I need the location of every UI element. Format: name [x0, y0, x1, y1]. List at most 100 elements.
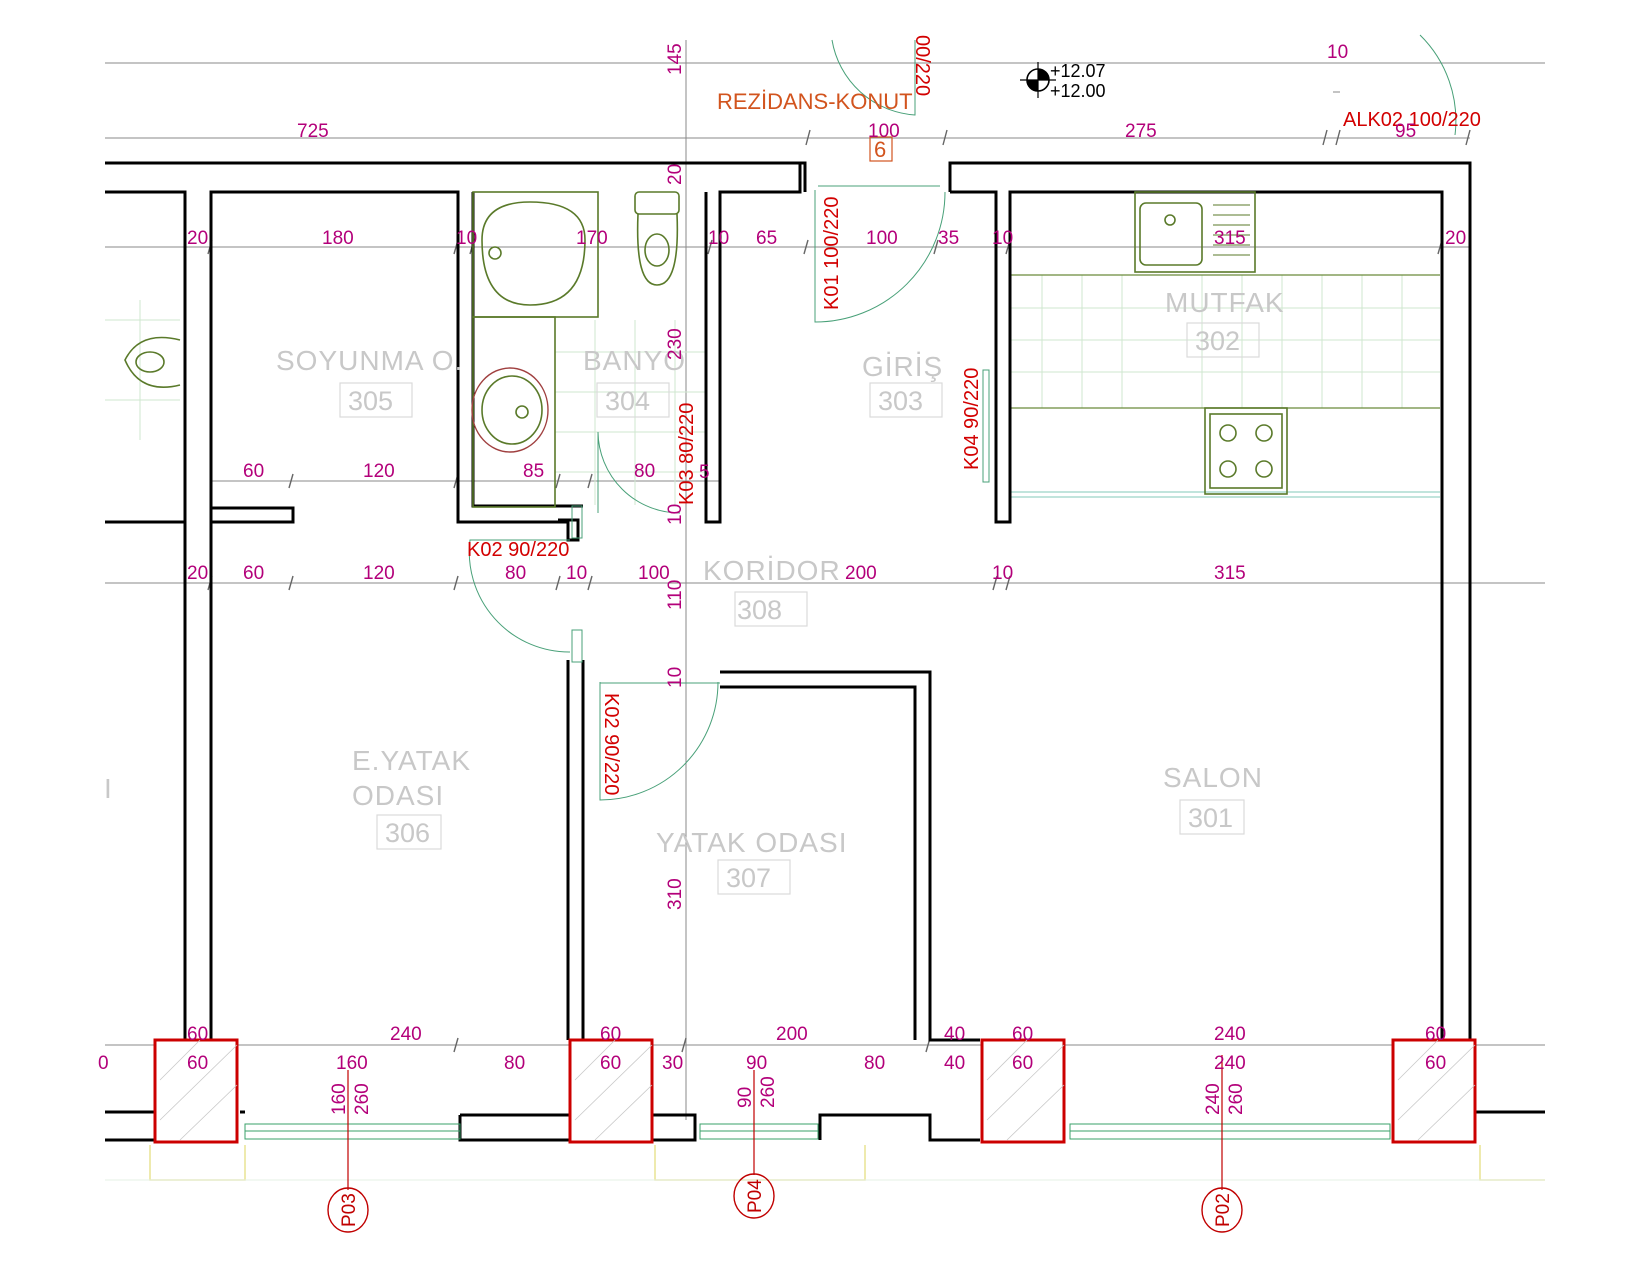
room-number-boxes: [339, 322, 1260, 895]
room-name-giris: GİRİŞ: [862, 351, 943, 382]
dim-label: 100: [638, 563, 670, 584]
dim-label: 80: [634, 461, 655, 482]
project-title: REZİDANS-KONUT: [717, 89, 913, 114]
dim-label: 160: [336, 1053, 368, 1074]
window-tag-p02: P02: [1213, 1193, 1234, 1227]
dim-label: 60: [243, 461, 264, 482]
dim-label: 10: [665, 667, 686, 688]
dim-label: 240: [1214, 1024, 1246, 1045]
door-label-top: 00/220: [911, 35, 933, 96]
dim-label: 20: [1445, 228, 1466, 249]
dim-label: 145: [665, 43, 686, 75]
window-tag-p03: P03: [339, 1193, 360, 1227]
window-dim-p02-height: 260: [1226, 1083, 1247, 1115]
column-1: [153, 1038, 239, 1144]
dim-label: 180: [322, 228, 354, 249]
dim-label: 110: [665, 580, 686, 610]
window-tag-p04: P04: [745, 1179, 766, 1213]
dim-label: 60: [243, 563, 264, 584]
window-tag-markers: [327, 1055, 1243, 1233]
dim-label: 170: [576, 228, 608, 249]
dim-label: 60: [1425, 1053, 1446, 1074]
dim-label: 60: [600, 1024, 621, 1045]
dim-label: 60: [187, 1024, 208, 1045]
door-label-k04: K04 90/220: [961, 368, 983, 470]
labels: REZİDANS-KONUT 6 +12.07 +12.00 SOYUNMA O…: [104, 35, 1481, 1227]
dim-label: 60: [187, 1053, 208, 1074]
dimension-lines: [105, 40, 1545, 1120]
room-number-301: 301: [1188, 803, 1233, 833]
column-2: [568, 1038, 654, 1144]
room-name-mutfak: MUTFAK: [1165, 287, 1285, 318]
elevation-marker: [1020, 62, 1056, 98]
column-3: [980, 1038, 1066, 1144]
walls: [105, 161, 1545, 1142]
room-number-304: 304: [605, 386, 650, 416]
dim-label: 60: [1425, 1024, 1446, 1045]
door-label-alk02: ALK02 100/220: [1343, 109, 1481, 131]
window-dim-p04-height: 260: [758, 1076, 779, 1108]
dim-label: 0: [98, 1053, 109, 1074]
dim-label: 230: [665, 328, 686, 360]
dim-label: 95: [1395, 121, 1416, 142]
dim-label: 20: [665, 164, 686, 185]
tile-pattern: [105, 274, 1440, 505]
dim-label: 200: [845, 563, 877, 584]
dim-label: 20: [187, 228, 208, 249]
room-number-307: 307: [726, 863, 771, 893]
dim-label: 20: [187, 563, 208, 584]
dim-label: 315: [1214, 563, 1246, 584]
room-name-soyunma: SOYUNMA O.: [276, 345, 463, 376]
door-label-k02-bedroom: K02 90/220: [600, 693, 622, 795]
dim-label: 80: [505, 563, 526, 584]
door-label-k02-corridor: K02 90/220: [467, 539, 569, 561]
dim-label: 10: [708, 228, 729, 249]
room-number-308: 308: [737, 595, 782, 625]
dim-label: 40: [944, 1053, 965, 1074]
dim-label: 240: [390, 1024, 422, 1045]
window-dim-p03-height: 260: [352, 1083, 373, 1115]
room-number-302: 302: [1195, 326, 1240, 356]
room-name-banyo: BANYO: [583, 345, 686, 376]
dim-label: 35: [938, 228, 959, 249]
unit-tag-box: [869, 136, 893, 162]
elevation-top: +12.07: [1050, 61, 1106, 81]
room-name-e-yatak-line2: ODASI: [352, 780, 444, 811]
dim-label: 10: [992, 563, 1013, 584]
room-number-303: 303: [878, 386, 923, 416]
dim-label: 200: [776, 1024, 808, 1045]
fixtures: [124, 191, 1288, 508]
dim-label: 60: [1012, 1053, 1033, 1074]
dim-label: 60: [600, 1053, 621, 1074]
dim-label: 85: [523, 461, 544, 482]
dim-label: 120: [363, 563, 395, 584]
unit-tag: 6: [874, 137, 886, 162]
dim-label: 310: [665, 878, 686, 910]
dim-label: 10: [456, 228, 477, 249]
room-name-salon: SALON: [1163, 762, 1263, 793]
window-dim-p04-width: 90: [735, 1087, 756, 1108]
door-label-k03: K03 80/220: [676, 403, 698, 505]
column-4: [1391, 1038, 1477, 1144]
windows: [105, 1123, 1545, 1181]
dim-label: 120: [363, 461, 395, 482]
dim-label: 10: [992, 228, 1013, 249]
edge-room-label: I: [104, 773, 113, 804]
columns: [153, 1038, 1477, 1144]
dim-label: 240: [1214, 1053, 1246, 1074]
elevation-bottom: +12.00: [1050, 81, 1106, 101]
room-name-koridor: KORİDOR: [703, 555, 841, 586]
door-swings: [468, 34, 1457, 801]
dim-label: 5: [699, 462, 710, 483]
dim-label: 100: [866, 228, 898, 249]
room-number-306: 306: [385, 818, 430, 848]
room-name-e-yatak-line1: E.YATAK: [352, 745, 471, 776]
dim-label: 60: [1012, 1024, 1033, 1045]
dim-label: 80: [504, 1053, 525, 1074]
dimension-texts: 725 100 275 95 145 10 20 180 10 170 10 6…: [98, 42, 1466, 1115]
dim-label: 10: [665, 504, 686, 525]
dim-label: 275: [1125, 121, 1157, 142]
room-number-305: 305: [348, 386, 393, 416]
window-dim-p02-width: 240: [1203, 1083, 1224, 1115]
